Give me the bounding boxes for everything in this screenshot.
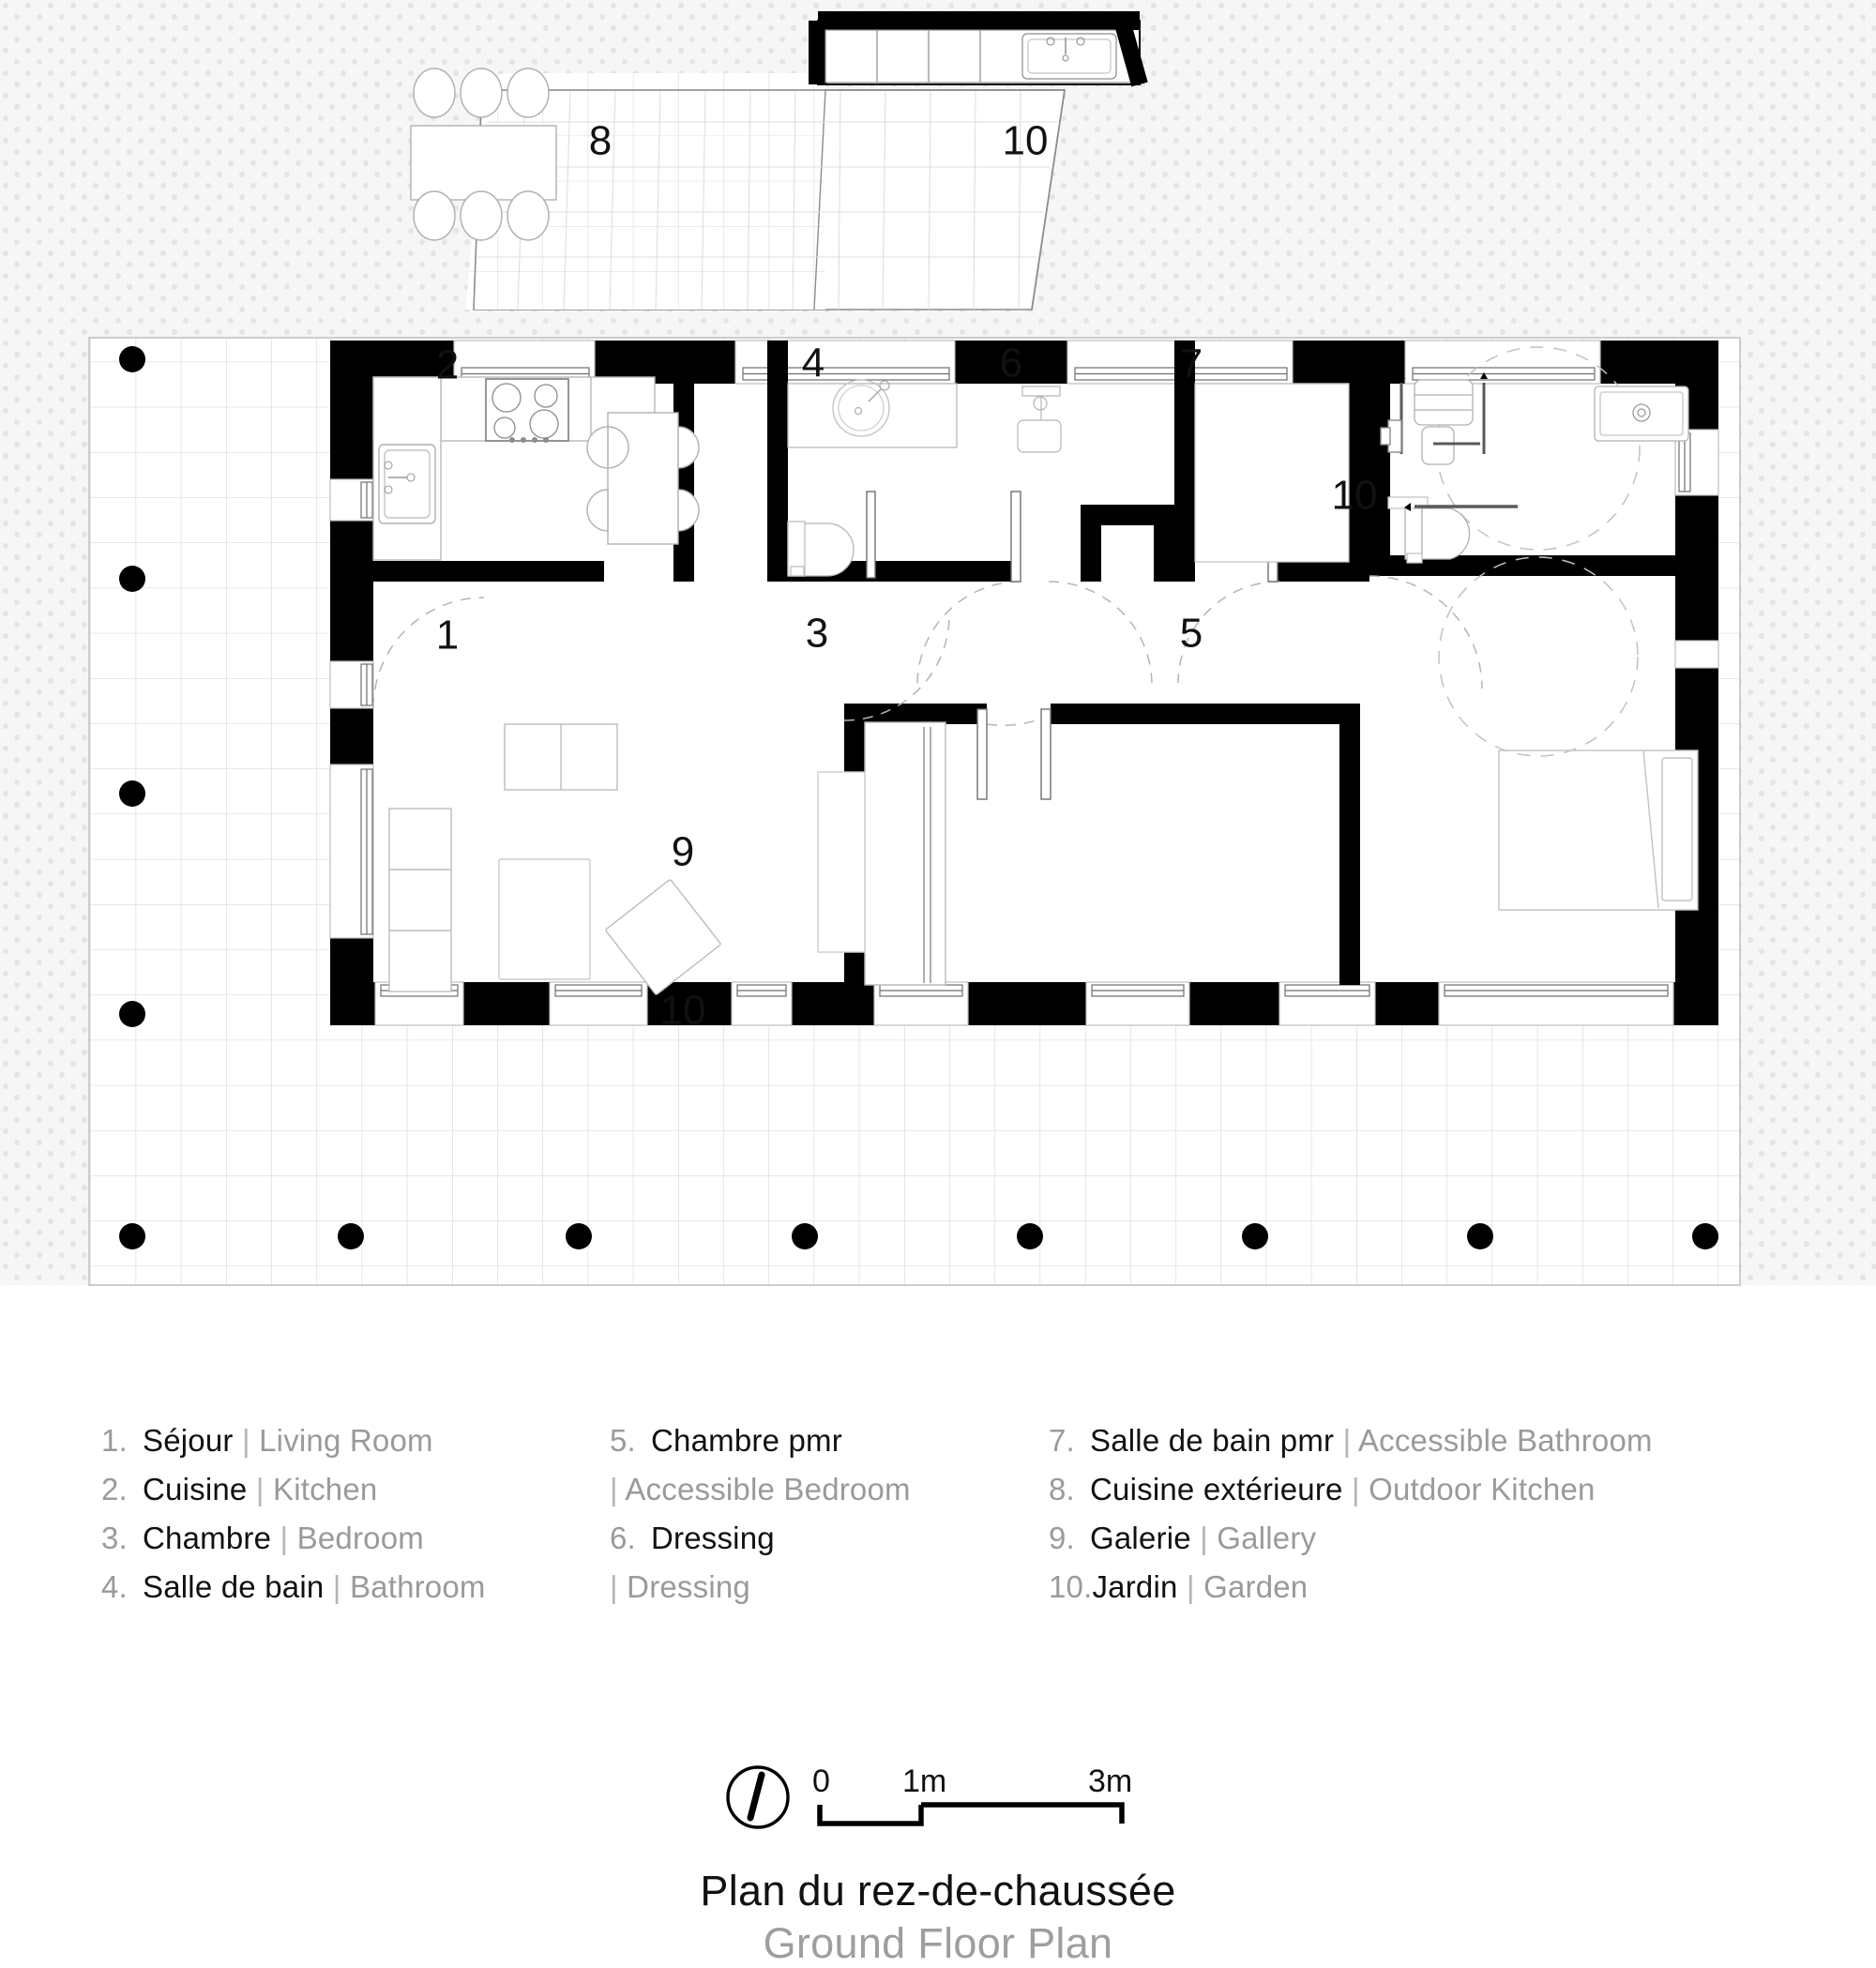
legend-separator: | — [1190, 1521, 1218, 1555]
room-marker-garden-bottom: 10 — [660, 988, 706, 1034]
legend-label-en: Outdoor Kitchen — [1369, 1472, 1596, 1506]
legend-number: 5. — [610, 1423, 636, 1458]
legend-item-translation: | Accessible Bedroom — [610, 1465, 911, 1514]
legend-label-en: Accessible Bedroom — [625, 1472, 911, 1506]
legend-label-en: Garden — [1203, 1569, 1309, 1604]
living-room-furniture — [388, 723, 721, 995]
legend-item: 3. Chambre | Bedroom — [101, 1514, 486, 1563]
plan-title-en: Ground Floor Plan — [763, 1919, 1113, 1967]
legend-item: 6. Dressing — [610, 1514, 911, 1563]
legend-label-fr: Salle de bain pmr — [1090, 1423, 1335, 1458]
bathroom-fixtures — [787, 379, 1062, 577]
legend-item: 9. Galerie | Gallery — [1049, 1514, 1653, 1563]
legend-separator: | — [610, 1569, 628, 1604]
legend-label-fr: Galerie — [1090, 1521, 1191, 1555]
legend-label-en: Bedroom — [296, 1521, 424, 1555]
legend-label-en: Gallery — [1217, 1521, 1317, 1555]
outdoor-dining-set — [410, 68, 557, 241]
room-marker-garden-right: 10 — [1332, 473, 1378, 519]
legend-separator: | — [1342, 1472, 1369, 1506]
legend-item: 7. Salle de bain pmr | Accessible Bathroo… — [1049, 1416, 1653, 1465]
legend-number: 6. — [610, 1521, 636, 1555]
scale-tick-1: 1m — [902, 1764, 946, 1799]
legend-label-fr: Cuisine extérieure — [1090, 1472, 1343, 1506]
legend-label-fr: Séjour — [143, 1423, 234, 1458]
accessible-bedroom-turning-circle — [1438, 556, 1639, 757]
dressing-fixtures — [1194, 383, 1350, 563]
room-marker-garden-top: 10 — [1003, 118, 1049, 164]
legend-label-fr: Chambre pmr — [651, 1423, 842, 1458]
legend-number: 3. — [101, 1521, 128, 1555]
accessible-bedroom-bed — [1498, 749, 1699, 911]
legend-separator: | — [324, 1569, 350, 1604]
north-arrow-icon — [726, 1765, 790, 1829]
door-swings — [372, 575, 1483, 726]
room-marker-bedroom: 3 — [806, 611, 828, 657]
room-marker-kitchen: 2 — [436, 342, 459, 388]
indoor-dining-set — [586, 412, 700, 545]
room-marker-gallery: 9 — [672, 829, 694, 875]
legend-item: 1. Séjour | Living Room — [101, 1416, 486, 1465]
scale-bar-graphic — [817, 1802, 1125, 1826]
scale-tick-labels: 0 1m 3m — [812, 1764, 1132, 1799]
accessible-bathroom-fixtures — [1380, 346, 1689, 564]
legend-item-translation: | Dressing — [610, 1563, 911, 1612]
legend: 1. Séjour | Living Room 2. Cuisine | Kitche… — [0, 1416, 1876, 1651]
right-wall — [1674, 341, 1719, 1025]
legend-column-3: 7. Salle de bain pmr | Accessible Bathroo… — [1049, 1416, 1653, 1612]
legend-item: 4. Salle de bain | Bathroom — [101, 1563, 486, 1612]
legend-label-fr: Dressing — [651, 1521, 775, 1555]
legend-label-fr: Jardin — [1092, 1569, 1178, 1604]
legend-column-2: 5. Chambre pmr | Accessible Bedroom 6. Dress… — [610, 1416, 911, 1612]
legend-separator: | — [1334, 1423, 1358, 1458]
legend-number: 7. — [1049, 1423, 1075, 1458]
legend-separator: | — [271, 1521, 297, 1555]
room-marker-accessible-bedroom: 5 — [1180, 611, 1203, 657]
room-marker-accessible-bathroom: 7 — [1180, 341, 1203, 387]
legend-label-fr: Salle de bain — [143, 1569, 325, 1604]
legend-item: 10.Jardin | Garden — [1049, 1563, 1653, 1612]
legend-label-en: Living Room — [259, 1423, 433, 1458]
scale-bar-area: 0 1m 3m — [0, 1732, 1876, 1844]
legend-column-1: 1. Séjour | Living Room 2. Cuisine | Kitche… — [101, 1416, 486, 1612]
room-marker-outdoor-kitchen: 8 — [589, 118, 612, 164]
terrace-grid — [477, 90, 1058, 310]
legend-number: 4. — [101, 1569, 128, 1604]
gallery-columns — [119, 346, 1718, 1249]
plan-title-fr: Plan du rez-de-chaussée — [700, 1867, 1176, 1915]
room-number-labels: 1 2 3 4 5 6 7 8 9 10 10 10 — [436, 118, 1378, 1034]
legend-label-en: Bathroom — [349, 1569, 486, 1604]
legend-label-en: Kitchen — [272, 1472, 378, 1506]
room-marker-dressing: 6 — [1000, 341, 1022, 386]
legend-number: 10. — [1049, 1569, 1093, 1604]
left-wall — [329, 341, 374, 1025]
legend-label-en: Dressing — [627, 1569, 750, 1604]
legend-number: 8. — [1049, 1472, 1075, 1506]
legend-label-fr: Chambre — [143, 1521, 272, 1555]
legend-separator: | — [610, 1472, 626, 1506]
legend-item: 2. Cuisine | Kitchen — [101, 1465, 486, 1514]
legend-number: 2. — [101, 1472, 128, 1506]
legend-number: 9. — [1049, 1521, 1075, 1555]
floor-plan-svg: 1 2 3 4 5 6 7 8 9 10 10 10 — [0, 0, 1876, 1286]
outdoor-kitchen-counter — [809, 11, 1148, 87]
scale-tick-2: 3m — [1088, 1764, 1132, 1799]
legend-number: 1. — [101, 1423, 128, 1458]
legend-item: 5. Chambre pmr — [610, 1416, 911, 1465]
scale-tick-0: 0 — [812, 1764, 830, 1799]
legend-label-fr: Cuisine — [143, 1472, 248, 1506]
plan-title-block: Plan du rez-de-chaussée Ground Floor Pla… — [0, 1867, 1876, 1968]
room-marker-living-room: 1 — [436, 613, 459, 659]
legend-separator: | — [1177, 1569, 1204, 1604]
room-marker-bathroom: 4 — [802, 341, 825, 386]
bottom-wall — [330, 981, 1718, 1026]
legend-separator: | — [247, 1472, 273, 1506]
bedroom-closet — [817, 721, 946, 986]
legend-separator: | — [233, 1423, 260, 1458]
legend-item: 8. Cuisine extérieure | Outdoor Kitchen — [1049, 1465, 1653, 1514]
legend-label-en: Accessible Bathroom — [1357, 1423, 1653, 1458]
